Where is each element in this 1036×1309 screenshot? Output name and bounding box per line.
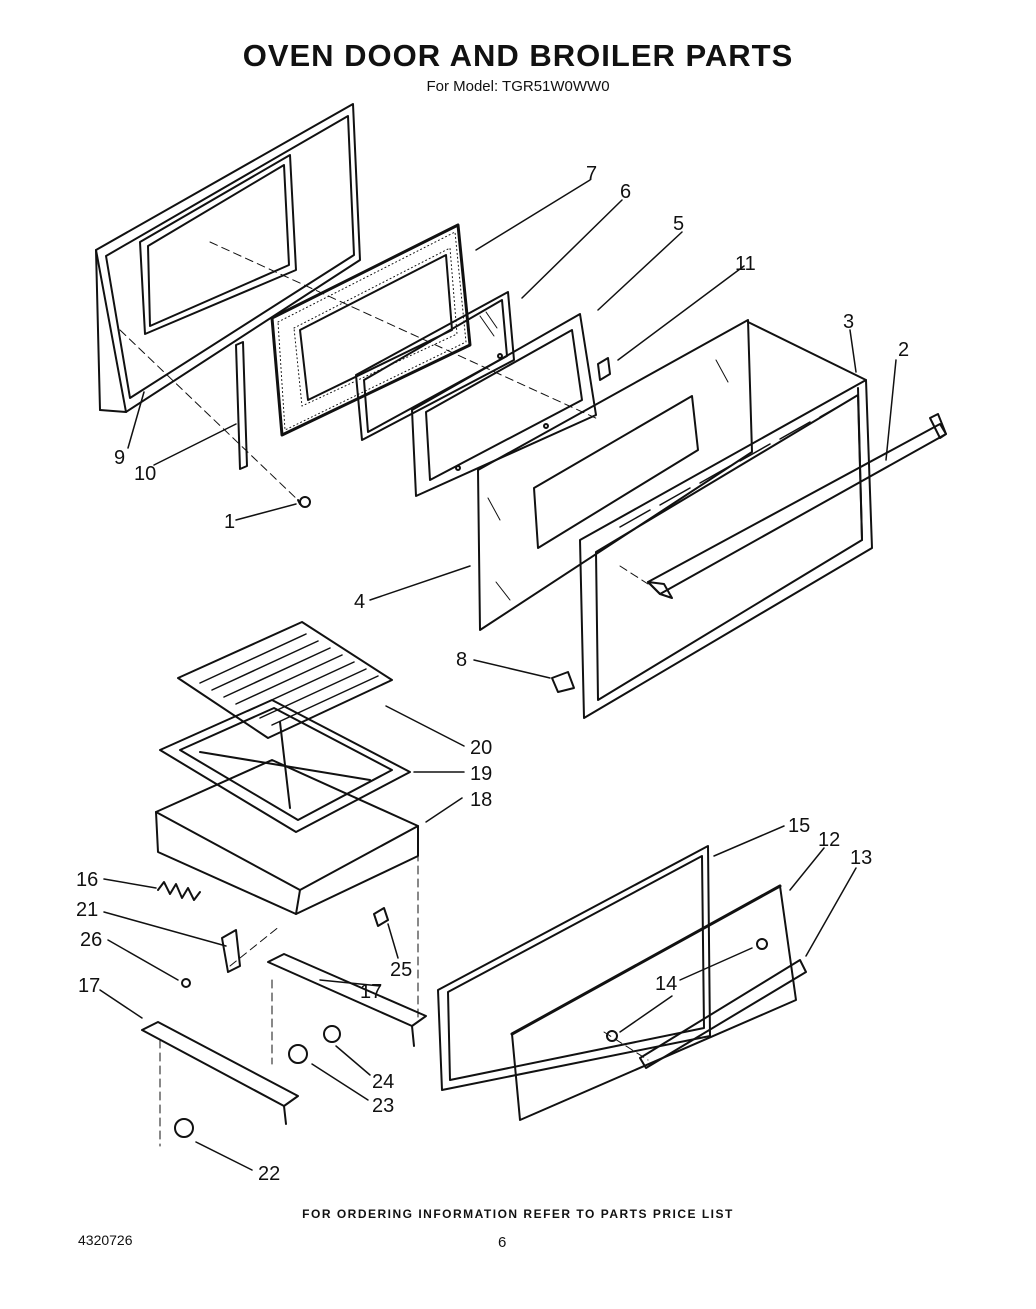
outer-door-panel <box>579 321 873 719</box>
callout-11: 11 <box>735 253 756 275</box>
callout-18: 18 <box>470 789 492 811</box>
callout-25: 25 <box>390 959 412 981</box>
callout-8: 8 <box>456 649 467 671</box>
door-glass <box>477 319 753 631</box>
support-rail <box>267 953 427 1047</box>
roller <box>174 1025 341 1138</box>
hinge-bracket <box>597 357 611 381</box>
callout-15: 15 <box>788 815 810 837</box>
leader-lines <box>99 179 897 1171</box>
callout-7: 7 <box>586 163 597 185</box>
door-trim-strip <box>235 341 248 470</box>
page-number: 6 <box>498 1234 507 1251</box>
inner-door-panel <box>95 103 361 413</box>
broiler-hinge <box>221 929 241 973</box>
callout-23: 23 <box>372 1095 394 1117</box>
callout-labels: 1 2 3 4 5 6 7 8 9 10 11 12 13 14 14 15 1… <box>76 163 909 1185</box>
callout-1: 1 <box>224 511 235 533</box>
spring <box>157 881 201 901</box>
bumper <box>606 938 768 1042</box>
callout-13: 13 <box>850 847 872 869</box>
callout-10: 10 <box>134 463 156 485</box>
callout-24: 24 <box>372 1071 394 1093</box>
drawer-front <box>510 884 797 1121</box>
callout-5: 5 <box>673 213 684 235</box>
callout-6: 6 <box>620 181 631 203</box>
callout-14: 14 <box>655 973 677 995</box>
hinge-screw <box>181 978 191 988</box>
callout-20: 20 <box>470 737 492 759</box>
page-title: OVEN DOOR AND BROILER PARTS <box>242 38 794 73</box>
callout-3: 3 <box>843 311 854 333</box>
drawer-handle <box>639 959 807 1069</box>
callout-22: 22 <box>258 1163 280 1185</box>
door-handle <box>647 413 947 599</box>
callout-21: 21 <box>76 899 98 921</box>
callout-17: 17 <box>78 975 100 997</box>
pan-clip <box>373 907 389 927</box>
callout-19: 19 <box>470 763 492 785</box>
latch-clip <box>551 671 575 693</box>
support-rail <box>141 1021 299 1125</box>
alignment-lines <box>119 241 649 1147</box>
callout-4: 4 <box>354 591 365 613</box>
callout-9: 9 <box>114 447 125 469</box>
drawer-panel <box>437 845 711 1091</box>
callout-16: 16 <box>76 869 98 891</box>
callout-2: 2 <box>898 339 909 361</box>
callout-26: 26 <box>80 929 102 951</box>
window-frame <box>411 313 597 497</box>
model-subtitle: For Model: TGR51W0WW0 <box>426 78 610 95</box>
callout-12: 12 <box>818 829 840 851</box>
broiler-grid <box>177 621 393 739</box>
document-number: 4320726 <box>78 1232 133 1248</box>
callout-17: 17 <box>360 981 382 1003</box>
ordering-note: FOR ORDERING INFORMATION REFER TO PARTS … <box>302 1207 734 1221</box>
